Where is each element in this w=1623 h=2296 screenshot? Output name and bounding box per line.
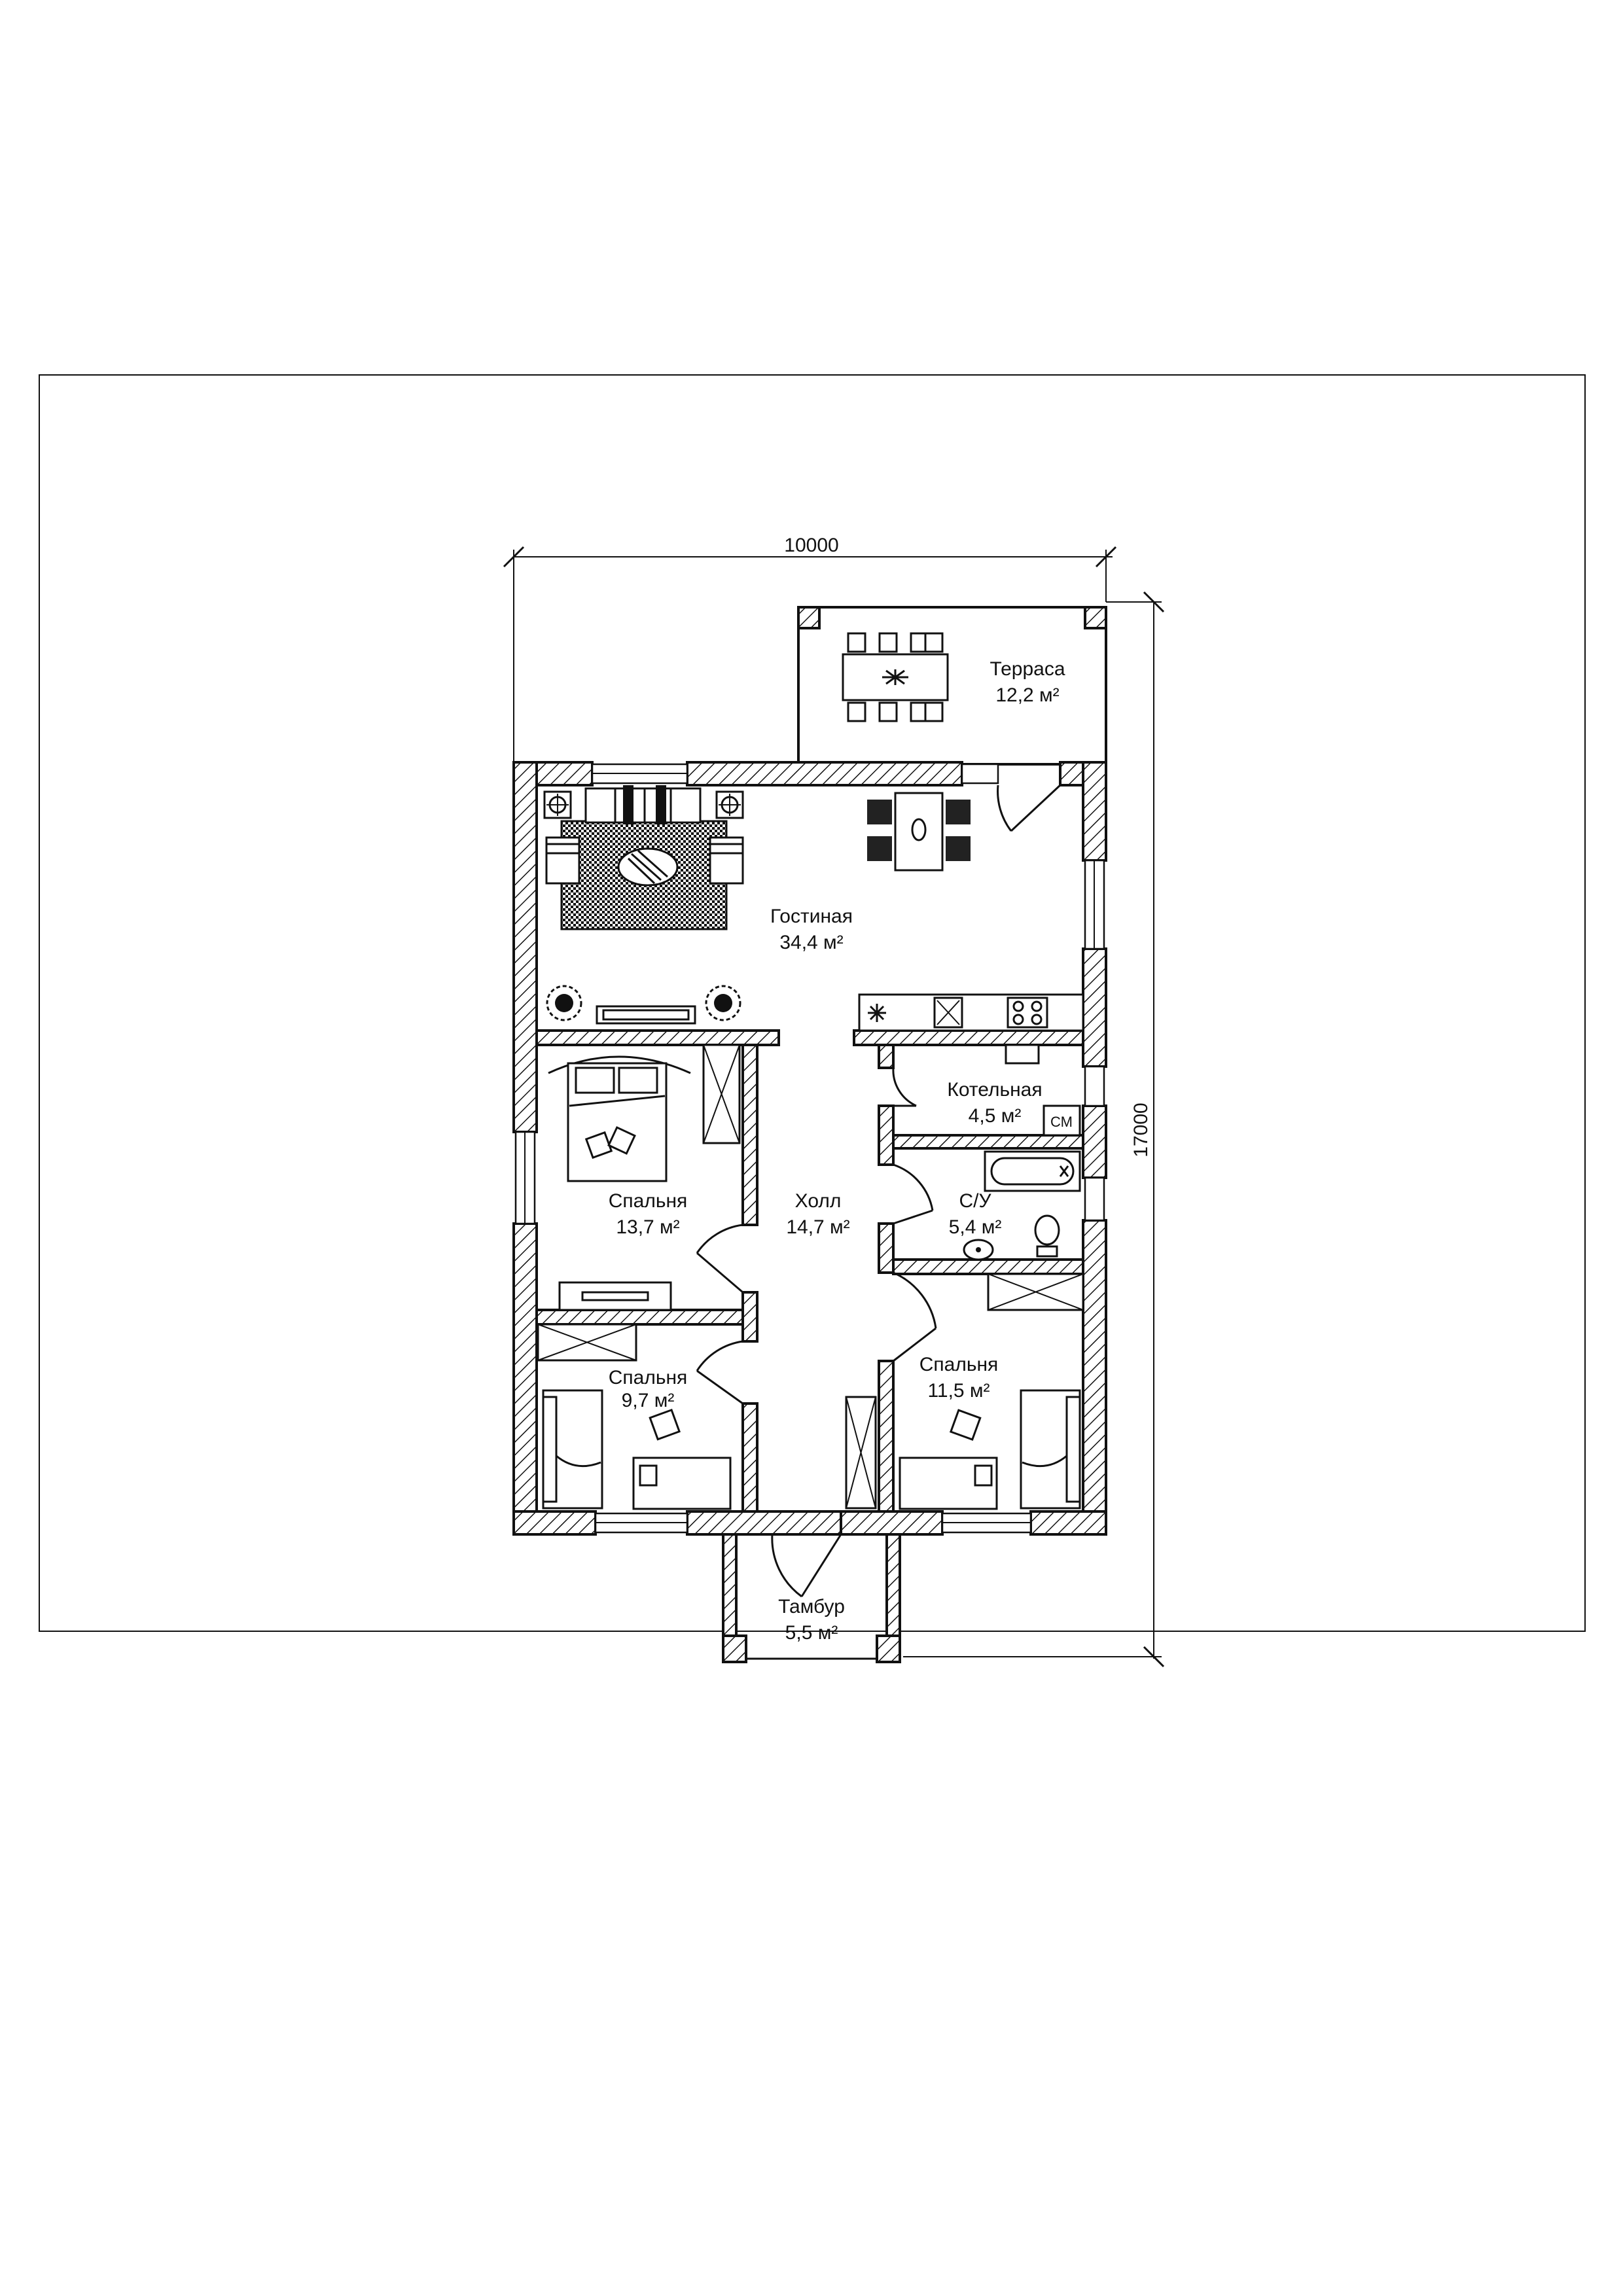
room-name-vestibule: Тамбур [778, 1596, 845, 1617]
dresser [558, 1281, 672, 1311]
plant-icon [705, 985, 741, 1021]
lamp-icon [543, 790, 572, 819]
dining-chairs [867, 800, 971, 861]
room-area-boiler: 4,5 м² [969, 1105, 1022, 1127]
toilet-icon [1034, 1214, 1060, 1258]
window [1084, 1176, 1105, 1222]
kitchen-counter [858, 993, 1084, 1032]
desk-chair [649, 1408, 681, 1441]
room-name-bedroom2: Спальня [609, 1367, 688, 1388]
sheet-frame [39, 374, 1586, 1632]
dimension-height: 17000 [903, 591, 1165, 1668]
room-name-terrace: Терраса [990, 658, 1065, 680]
boiler [1005, 1044, 1040, 1065]
fridge-icon [868, 1004, 886, 1022]
tv-unit [596, 1005, 696, 1025]
bedroom-3: Спальня 11,5 м² [899, 1273, 1084, 1510]
room-name-bedroom1: Спальня [609, 1190, 688, 1212]
bed [542, 1389, 603, 1510]
room-area-bedroom3: 11,5 м² [927, 1380, 990, 1402]
dimension-width: 10000 [503, 535, 1117, 766]
bathroom: С/У 5,4 м² [949, 1150, 1081, 1261]
sofa [584, 787, 702, 824]
terrace-door [997, 784, 1061, 832]
coffee-table [617, 847, 679, 887]
desk [632, 1457, 732, 1510]
dimension-width-label: 10000 [784, 535, 838, 556]
living-room: Гостиная 34,4 м² [543, 785, 1084, 1032]
window [1084, 1065, 1105, 1107]
room-area-bathroom: 5,4 м² [949, 1216, 1002, 1238]
interior-walls [535, 1029, 1084, 1663]
boiler-room: СМ Котельная 4,5 м² [947, 1044, 1081, 1137]
desk-chair [949, 1409, 982, 1441]
room-area-hall: 14,7 м² [786, 1216, 849, 1238]
window [961, 763, 999, 785]
hall: Холл 14,7 м² [786, 1190, 877, 1510]
dimension-height-label: 17000 [1130, 1103, 1152, 1157]
terrace: Терраса 12,2 м² [797, 606, 1107, 766]
stove-icon [1007, 997, 1048, 1029]
washing-machine [1043, 1104, 1081, 1137]
bed [1020, 1389, 1081, 1510]
room-area-terrace: 12,2 м² [995, 684, 1059, 706]
vestibule: Тамбур 5,5 м² [735, 1534, 888, 1644]
room-area-bedroom1: 13,7 м² [616, 1216, 679, 1238]
room-area-living: 34,4 м² [779, 932, 843, 953]
terrace-chairs [847, 632, 944, 722]
room-name-living: Гостиная [770, 906, 853, 927]
room-name-hall: Холл [795, 1190, 842, 1212]
washbasin-icon [963, 1239, 994, 1261]
plant-icon [546, 985, 582, 1021]
windows [514, 763, 1105, 1534]
dining-table [894, 792, 944, 872]
interior-doors [696, 1067, 937, 1598]
room-name-boiler: Котельная [947, 1079, 1042, 1101]
room-name-bathroom: С/У [959, 1190, 991, 1212]
lamp-icon [715, 790, 744, 819]
plant-icon [882, 669, 908, 685]
bedroom-1: Спальня 13,7 м² [548, 1044, 741, 1311]
room-area-bedroom2: 9,7 м² [622, 1390, 675, 1411]
bedroom-2: Спальня 9,7 м² [537, 1323, 732, 1510]
room-name-bedroom3: Спальня [919, 1354, 999, 1375]
room-area-vestibule: 5,5 м² [785, 1622, 838, 1644]
boiler-tag: СМ [1050, 1114, 1073, 1130]
